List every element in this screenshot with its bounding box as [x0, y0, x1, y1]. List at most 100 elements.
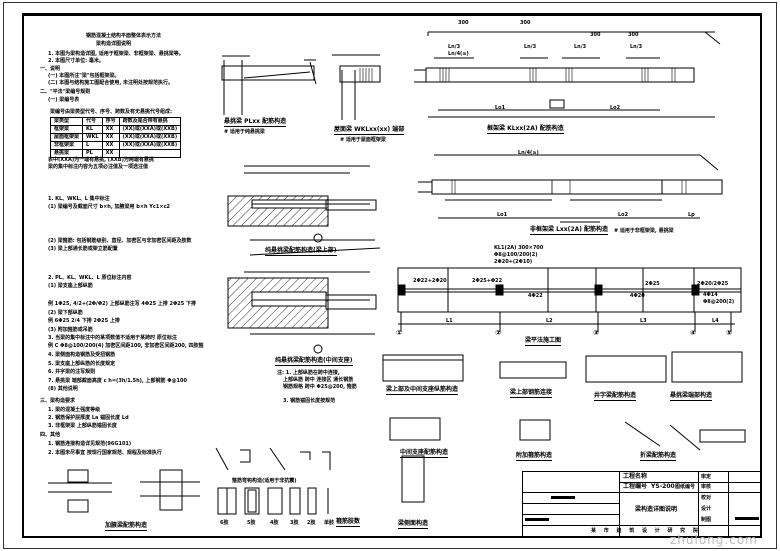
note-line: (1) 梁编号及截面尺寸 b×h, 加腋梁用 b×h Yc1×c2 — [48, 204, 171, 210]
kl-caption: 框架梁 KLxx(2A) 配筋构造 — [487, 125, 564, 134]
cantilever-2-caption: 纯悬挑梁配筋构造(中间支座) — [275, 357, 353, 366]
detail-caption: 井字梁配筋构造 — [594, 392, 637, 401]
axis-marker: ③ — [593, 329, 599, 337]
cantilever-1-caption: 纯悬挑梁配筋构造(梁上部) — [265, 247, 337, 256]
stirrup-hooks — [215, 447, 331, 471]
notes-block-line: 上部纵筋 跨中 连接区 通长钢筋 — [283, 377, 354, 383]
plan-label: 4Φ14 — [703, 292, 718, 298]
note-line: 1. 钢筋连接构造详见规范(96G101) — [48, 441, 132, 447]
stirrup-legend: 2肢 — [307, 520, 316, 526]
note-line: 4. 梁侧面构造钢筋及受扭钢筋 — [48, 352, 116, 358]
dim-label: Ln/3 — [574, 44, 587, 50]
stirrup-legend: 单肢 — [324, 520, 335, 526]
axis-marker: ④ — [690, 329, 696, 337]
note-line: 2. 钢筋保护层厚度 La 锚固长度 Ld — [48, 415, 129, 421]
dim-label: L4 — [712, 318, 719, 324]
note-line: 例 C Φ8@100/200(4) 加密区间距100, 非加密区间距200, 四… — [48, 343, 204, 349]
note-line: 7. 悬挑梁 端部截面高度 c h=(3h/1.5h), 上部钢筋 Φ@100 — [48, 378, 187, 384]
note-line: 表中(XXA)为一端有悬挑, (XXB)为两端有悬挑 — [48, 157, 154, 163]
plan-label: 2Φ25 — [645, 281, 660, 287]
dim-label: Ln/4(≥) — [518, 150, 539, 156]
sheet-border — [3, 2, 777, 549]
plan-label: Φ8@200(2) — [703, 299, 735, 305]
dim-label: 300 — [590, 32, 601, 38]
role-label: 审核 — [701, 484, 712, 490]
dim-label: Lo1 — [495, 105, 506, 111]
notes-block-line: 钢筋规格 跨中 Φ25@200, 箍筋 — [283, 384, 357, 390]
dim-label: L1 — [446, 318, 453, 324]
note-line: (3) 梁上部通长筋或架立筋配置 — [48, 246, 118, 252]
kl-beam-detail — [414, 31, 721, 118]
cantilever-detail-1 — [227, 165, 381, 256]
detail-caption: 中间支座配筋构造 — [400, 449, 449, 458]
note-line: (3) 附加箍筋或吊筋 — [48, 327, 93, 333]
wkl-caption: 屋面梁 WKLxx(xx) 端部 — [334, 126, 405, 135]
dim-label: Lo1 — [497, 212, 508, 218]
detail-caption: 悬挑梁端部构造 — [670, 392, 713, 401]
lap-details — [48, 469, 200, 513]
note-line: 3. 当梁的集中标注中的某项数值不适用于某跨时 原位标注 — [48, 335, 177, 341]
note-line: 3. 非框架梁 上部纵筋锚固长度 — [48, 423, 117, 429]
note-line: 2. PL、KL、WKL、L 原位标注内容 — [48, 275, 132, 281]
note-line: (一) 梁编号表 — [48, 97, 80, 103]
note-line: (1) 梁支座上部纵筋 — [48, 283, 93, 289]
note-heading: 三、梁构造要求 — [40, 398, 76, 404]
plan-label: 4Φ20 — [630, 293, 645, 299]
plan-label: 2Φ22+2Φ20 — [413, 278, 447, 284]
dim-label: Ln/3 — [448, 44, 461, 50]
note-line: (8) 其他说明 — [48, 386, 78, 392]
drawing-title: 梁构造详图说明 — [635, 506, 678, 513]
section-caption: 梁侧面构造 — [398, 520, 429, 529]
dim-label: Ln/4(≥) — [448, 51, 469, 57]
detail-caption: 附加箍筋构造 — [516, 452, 553, 461]
note-heading: 一、说明 — [40, 66, 61, 72]
company-name: 某 市 建 筑 设 计 研 究 院 — [591, 528, 701, 534]
stirrup-legend: 3肢 — [290, 520, 299, 526]
cell: 悬挑梁 — [49, 149, 84, 158]
l-caption: 非框架梁 Lxx(2A) 配筋构造 — [530, 226, 609, 235]
plan-label: 2Φ20/2Φ25 — [697, 281, 729, 287]
note-line: (一) 本图所注"梁"包括框架梁。 — [48, 73, 120, 79]
plan-label: 2Φ20+(2Φ10) — [494, 259, 533, 265]
plan-caption: 梁平法施工图 — [525, 337, 562, 346]
dim-label: Lp — [688, 212, 695, 218]
dim-label: Lo2 — [618, 212, 629, 218]
notes-block-line: 3. 钢筋锚固长度按规范 — [283, 398, 336, 404]
stirrup-title: 箍筋肢数 — [336, 518, 361, 527]
note-heading: 四、其他 — [40, 432, 61, 438]
stirrup-legs — [217, 487, 329, 515]
note-line: (2) 梁下部纵筋 — [48, 310, 83, 316]
dim-label: 300 — [520, 20, 531, 26]
cantilever-detail-2 — [227, 271, 377, 354]
axis-marker: ② — [495, 329, 501, 337]
role-label: 制图 — [701, 517, 712, 523]
l-note: # 适用于非框架梁, 悬挑梁 — [614, 228, 674, 234]
cell: XX — [101, 149, 120, 158]
role-label: 设计 — [701, 506, 712, 512]
axis-marker: ⑤ — [726, 329, 732, 337]
note-line: 例 1Φ25, 4/2+(2Φ/Φ2) 上部纵筋注写 4Φ25 上排 2Φ25 … — [48, 301, 196, 307]
note-line: 2. 本图未尽事宜 按现行国家规范、规程及标准执行 — [48, 450, 162, 456]
note-line: (2) 梁箍筋: 包括钢筋级别、直径、加密区与非加密区间距及肢数 — [48, 238, 192, 244]
note-line: 6. 井字梁的注写规则 — [48, 369, 96, 375]
note-line: 梁的集中标注内容为五项必注值及一项选注值 — [48, 164, 149, 170]
dim-label: L2 — [546, 318, 553, 324]
notes-block-line: 注: 1. 上部纵筋在跨中连接, — [277, 370, 340, 376]
wkl-end-detail — [332, 54, 381, 120]
stirrup-caption: 箍筋弯钩构造(适用于非抗震) — [232, 478, 297, 484]
project-name-label: 工程名称 — [623, 473, 648, 480]
watermark: zhulong.com — [670, 533, 758, 547]
notes-title-1: 钢筋混凝土结构平面整体表示方法 — [86, 33, 162, 39]
beam-plan — [397, 267, 742, 332]
role-label: 审定 — [701, 474, 712, 480]
stirrup-legend: 6肢 — [220, 520, 229, 526]
note-line: 1. 本图为梁构造详图, 适用于框架梁、非框架梁、悬挑梁等。 — [48, 51, 184, 57]
title-block: 工程名称 工程编号 YS-200 图纸编号 梁构造详图说明 某 市 建 筑 设 … — [522, 471, 762, 537]
wkl-note: # 适用于屋面框架梁 — [340, 137, 386, 143]
stirrup-legend: 4肢 — [270, 520, 279, 526]
detail-caption: 梁上部钢筋连接 — [510, 389, 553, 398]
section-details — [382, 351, 746, 503]
